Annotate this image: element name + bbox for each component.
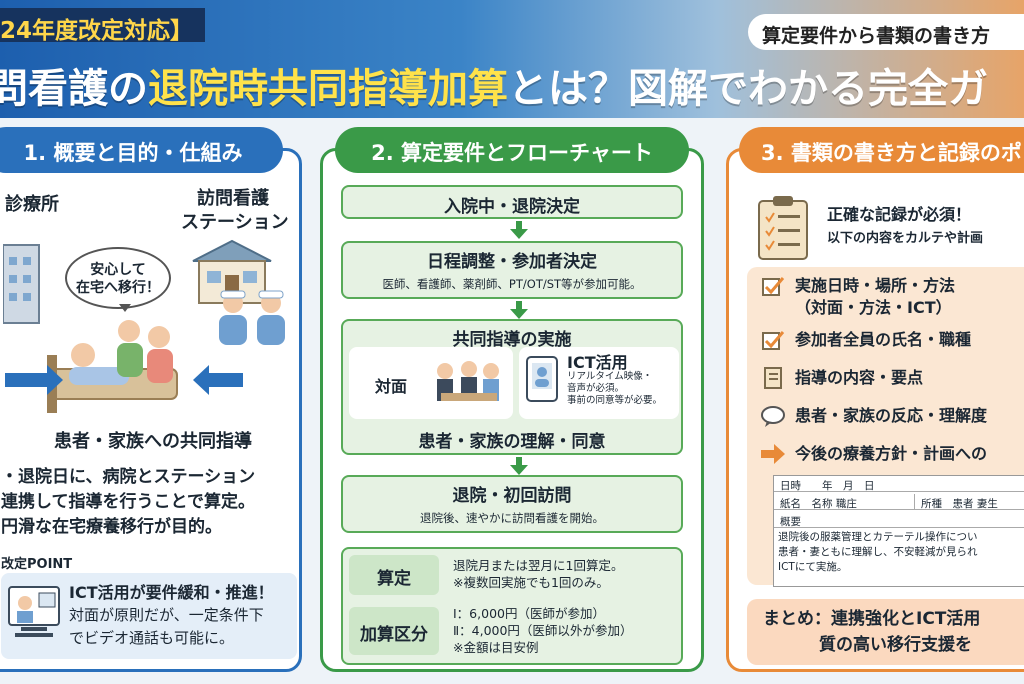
calc-line-1: 退院月または翌月に1回算定。 (453, 558, 624, 573)
step2-sub: 医師、看護師、薬剤師、PT/OT/ST等が参加可能。 (382, 277, 642, 291)
point-line-1: ICT活用が要件緩和・推進！ (69, 583, 274, 602)
kbn-line-1: Ⅰ：6,000円（医師が参加） (453, 606, 605, 621)
requirements-heading: 2. 算定要件とフローチャート (335, 127, 689, 173)
meeting-illustration (437, 361, 499, 401)
form-row-summary: 概要 (774, 512, 1024, 528)
revision-point-title: 改定POINT (1, 557, 73, 572)
form-body-line-2: 患者・妻ともに理解し、不安軽減が見られ (778, 546, 978, 558)
face-label: 対面 (375, 377, 408, 396)
hospital-building-icon (3, 244, 40, 324)
family-bedside-illustration (47, 320, 178, 413)
calc-line-2: ※複数回実施でも1回のみ。 (453, 575, 609, 590)
overview-description: ・退院日に、病院とステーション 連携して指導を行うことで算定。 円滑な在宅療養移… (1, 465, 255, 540)
station-label-1: 訪問看護 (197, 188, 269, 209)
page-title: 問看護の退院時共同指導加算とは？図解でわかる完全ガ (0, 56, 988, 114)
video-call-icon (8, 586, 60, 637)
step1-label: 入院中・退院決定 (444, 197, 580, 217)
nurses-illustration (219, 290, 285, 345)
title-prefix: 問看護の (0, 66, 148, 112)
bubble-line-2: 在宅へ移行！ (76, 280, 160, 296)
subtitle-pill: 算定要件から書類の書き方 (748, 14, 1024, 50)
ict-note-3: 事前の同意等が必要。 (567, 395, 663, 406)
ict-notes: リアルタイム映像・ 音声が必須。 事前の同意等が必要。 (567, 371, 662, 407)
form-body-line-1: 退院後の服薬管理とカテーテル操作につい (778, 531, 978, 543)
form-row-role: 所種 患者 妻生 (914, 494, 1024, 510)
ict-label: ICT活用 (567, 353, 628, 372)
step2-label: 日程調整・参加者決定 (427, 252, 597, 272)
item-5-line-1: 今後の療養方針・計画への (795, 444, 988, 463)
item-1-line-1: 実施日時・場所・方法 (795, 276, 956, 295)
item-4-line-1: 患者・家族の反応・理解度 (795, 406, 988, 425)
desc-line-3: 円滑な在宅療養移行が目的。 (1, 517, 222, 537)
documentation-panel: 3. 書類の書き方と記録のポ 正確な記録が必須！ 以下の内容をカルテや計画 実施… (726, 127, 1024, 672)
station-label-2: ステーション (181, 212, 289, 233)
arrow-right-icon (5, 365, 63, 395)
requirements-panel: 2. 算定要件とフローチャート 入院中・退院決定 日程調整・参加者決定 医師、看… (320, 127, 704, 672)
joint-guidance-label: 患者・家族への共同指導 (54, 431, 252, 452)
ict-box: ICT活用 リアルタイム映像・ 音声が必須。 事前の同意等が必要。 (519, 347, 679, 419)
checkbox-icon (762, 331, 785, 350)
flow-step-scheduling: 日程調整・参加者決定 医師、看護師、薬剤師、PT/OT/ST等が参加可能。 (341, 241, 683, 299)
understanding-label: 患者・家族の理解・同意 (418, 432, 606, 452)
calc-text: 退院月または翌月に1回算定。 ※複数回実施でも1回のみ。 (453, 557, 623, 591)
face-to-face-box: 対面 (349, 347, 513, 419)
summary-box: まとめ：連携強化とICT活用 質の高い移行支援を (747, 599, 1024, 665)
speech-bubble: 安心して 在宅へ移行！ (65, 247, 171, 312)
flow-arrow-down-icon (510, 301, 528, 319)
arrow-left-icon (193, 365, 243, 395)
desc-line-2: 連携して指導を行うことで算定。 (1, 492, 255, 512)
clipboard-icon (758, 196, 808, 260)
billing-box: 算定 退院月または翌月に1回算定。 ※複数回実施でも1回のみ。 加算区分 Ⅰ：6… (341, 547, 683, 665)
kbn-line-2: Ⅱ：4,000円（医師以外が参加） (453, 623, 633, 638)
bubble-line-1: 安心して (90, 262, 146, 278)
point-line-2: 対面が原則だが、一定条件下 (69, 606, 264, 624)
flow-arrow-down-icon (510, 221, 528, 239)
flow-step-admission: 入院中・退院決定 (341, 185, 683, 219)
step4-sub: 退院後、速やかに訪問看護を開始。 (420, 511, 604, 525)
calc-label: 算定 (349, 555, 439, 595)
notebook-icon (764, 367, 782, 389)
speech-bubble-icon (761, 406, 785, 427)
flow-step-guidance: 共同指導の実施 対面 ICT活用 リアルタイム映像・ 音声が必須。 事前の同意等… (341, 319, 683, 455)
revision-point-text: ICT活用が要件緩和・推進！ 対面が原則だが、一定条件下 でビデオ通話も可能に。 (69, 581, 274, 650)
title-suffix: とは？図解でわかる完全ガ (508, 66, 988, 112)
step3-label: 共同指導の実施 (452, 330, 572, 350)
header-banner: 24年度改定対応】 算定要件から書類の書き方 問看護の退院時共同指導加算とは？図… (0, 0, 1024, 118)
kbn-line-3: ※金額は目安例 (453, 640, 539, 655)
overview-heading: 1. 概要と目的・仕組み (0, 127, 283, 173)
record-note: 正確な記録が必須！ 以下の内容をカルテや計画 (757, 195, 1023, 261)
desc-line-1: ・退院日に、病院とステーション (1, 467, 256, 487)
revision-point-box: ICT活用が要件緩和・推進！ 対面が原則だが、一定条件下 でビデオ通話も可能に。 (1, 573, 297, 659)
form-row-date: 日時 年 月 日 (774, 476, 1024, 492)
documentation-heading: 3. 書類の書き方と記録のポ (739, 127, 1024, 173)
ict-note-2: 音声が必須。 (567, 383, 625, 394)
record-line-1: 正確な記録が必須！ (827, 205, 972, 224)
record-line-2: 以下の内容をカルテや計画 (827, 231, 984, 246)
title-highlight: 退院時共同指導加算 (148, 66, 508, 112)
item-3-line-1: 指導の内容・要点 (795, 368, 924, 387)
revision-tag: 24年度改定対応】 (0, 8, 206, 44)
tablet-icon (526, 356, 558, 402)
item-2-line-1: 参加者全員の氏名・職種 (795, 330, 972, 349)
summary-line-1: まとめ：連携強化とICT活用 (763, 609, 981, 629)
record-form-sample: 日時 年 月 日 紙名 名称 職庄 所種 患者 妻生 概要 退院後の服薬管理とカ… (773, 475, 1024, 587)
kbn-label: 加算区分 (349, 607, 439, 655)
form-body: 退院後の服薬管理とカテーテル操作につい 患者・妻ともに理解し、不安軽減が見られ … (778, 530, 1024, 575)
point-line-3: でビデオ通話も可能に。 (69, 629, 235, 647)
clinic-label: 診療所 (5, 194, 59, 215)
form-body-line-3: ICTにて実施。 (778, 561, 848, 573)
checkbox-icon (762, 277, 785, 296)
item-1-line-2: （対面・方法・ICT） (795, 298, 952, 317)
kbn-text: Ⅰ：6,000円（医師が参加） Ⅱ：4,000円（医師以外が参加） ※金額は目安… (453, 605, 632, 656)
ict-note-1: リアルタイム映像・ (567, 371, 653, 382)
summary-line-2: 質の高い移行支援を (819, 635, 972, 655)
arrow-right-icon (761, 444, 785, 464)
form-row-name: 紙名 名称 職庄 (774, 494, 914, 510)
step4-label: 退院・初回訪問 (452, 486, 572, 506)
flow-arrow-down-icon (510, 457, 528, 475)
flow-step-discharge: 退院・初回訪問 退院後、速やかに訪問看護を開始。 (341, 475, 683, 533)
overview-panel: 1. 概要と目的・仕組み 診療所 訪問看護 ステーション 安心して 在宅へ移行！… (0, 127, 302, 672)
